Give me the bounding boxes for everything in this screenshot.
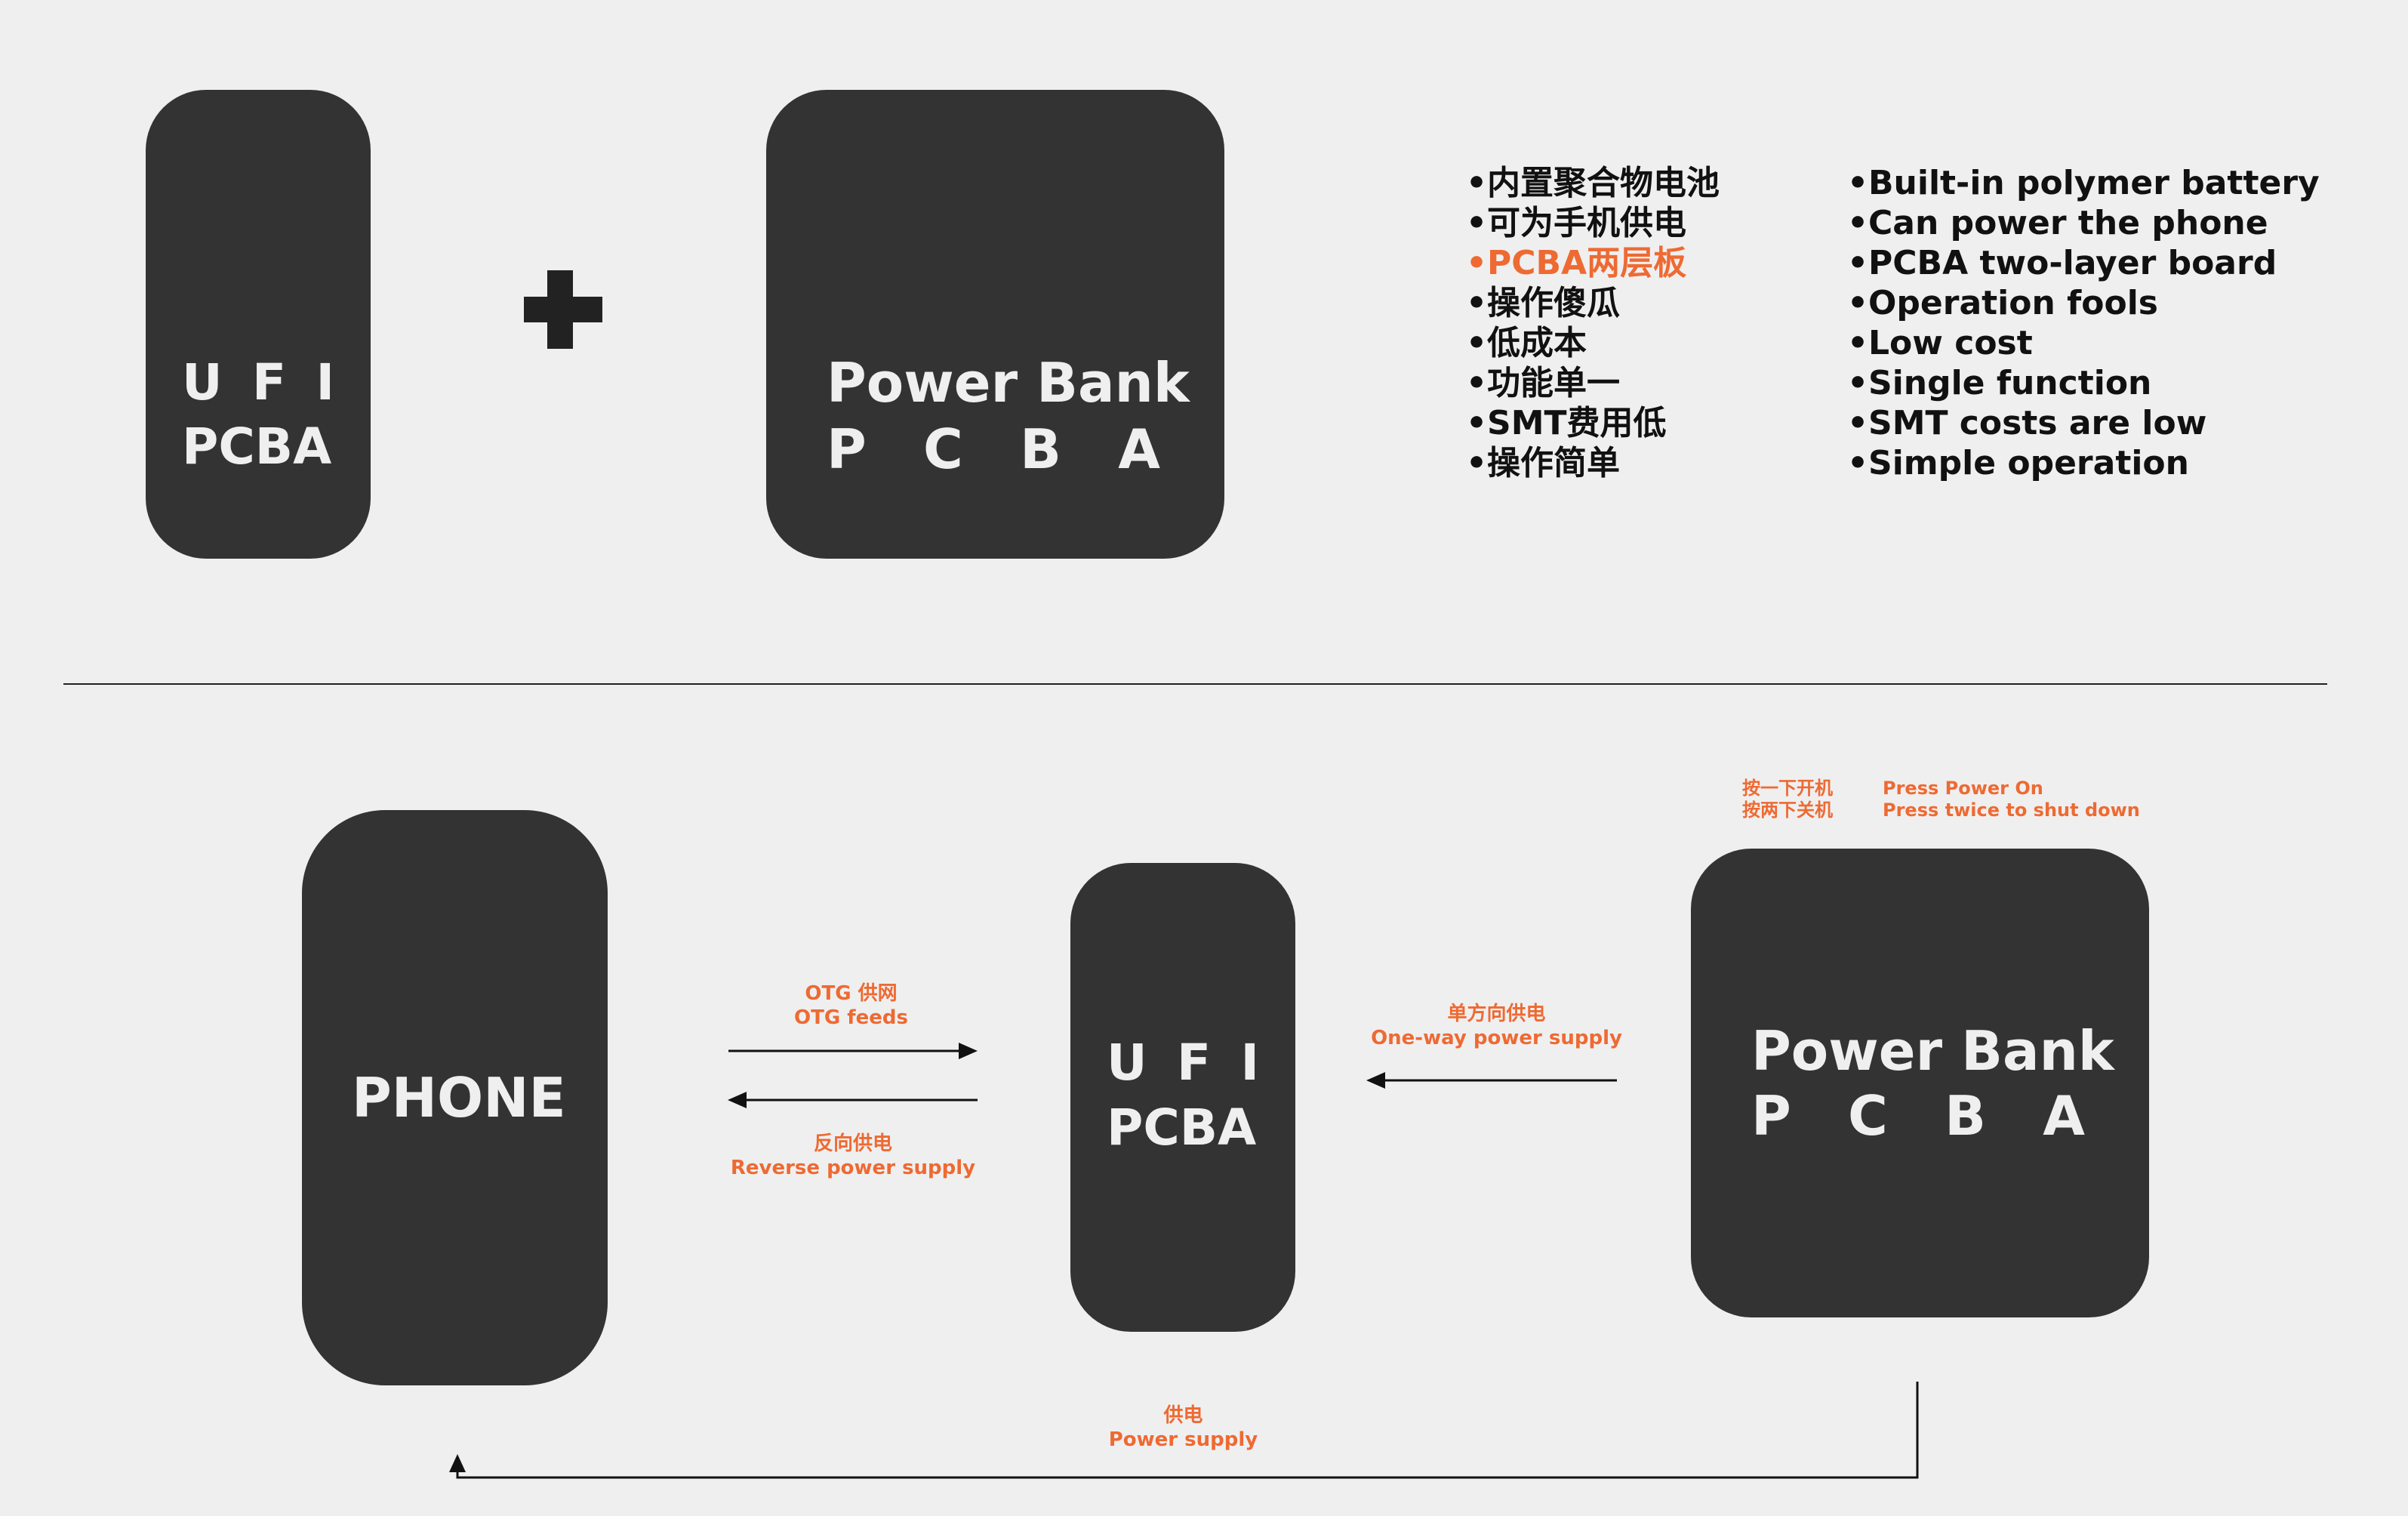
power-note-cn-line1: 按一下开机 (1742, 778, 1833, 799)
supply-label-cn: 供电 (1163, 1404, 1203, 1427)
oneway-arrowhead (1366, 1072, 1385, 1089)
feature-cn-item: 内置聚合物电池 (1466, 163, 1720, 203)
ufi-letter-u: U (182, 353, 223, 411)
power-note-en: Press Power On Press twice to shut down (1883, 779, 2140, 819)
oneway-label: 单方向供电 One-way power supply (1359, 1004, 1634, 1048)
feature-en-item: PCBA two-layer board (1847, 243, 2320, 283)
reverse-label: 反向供电 Reverse power supply (717, 1134, 989, 1178)
feature-en-item: Built-in polymer battery (1847, 163, 2320, 203)
ufi-label-bottom: U F I (1107, 1038, 1259, 1088)
pcba-letter-a: A (1118, 418, 1160, 481)
power-note-en-line2: Press twice to shut down (1883, 800, 2140, 821)
power-bank-pcba-box-top: Power Bank P C B A (766, 90, 1224, 559)
supply-label-en: Power supply (1108, 1428, 1258, 1451)
pcba-letter-a: A (2043, 1084, 2085, 1148)
power-note-en-line1: Press Power On (1883, 778, 2043, 799)
section-divider (63, 683, 2327, 685)
power-bank-label-bottom: Power Bank (1751, 1019, 2114, 1083)
feature-cn-item: SMT费用低 (1466, 403, 1720, 443)
reverse-label-cn: 反向供电 (813, 1132, 892, 1155)
ufi-letter-i: I (1240, 1034, 1259, 1092)
otg-label-cn: OTG 供网 (805, 982, 898, 1005)
feature-en-item: Can power the phone (1847, 203, 2320, 243)
ufi-letter-u: U (1107, 1034, 1147, 1092)
ufi-letter-f: F (1176, 1034, 1212, 1092)
feature-en-item: Operation fools (1847, 283, 2320, 323)
pcba-letter-b: B (1020, 418, 1062, 481)
feature-cn-item: 操作简单 (1466, 443, 1720, 483)
supply-arrow-line (456, 1382, 1919, 1479)
pcba-letter-p: P (1751, 1084, 1791, 1148)
pcba-letter-p: P (827, 418, 867, 481)
pcba-letter-b: B (1945, 1084, 1987, 1148)
supply-label: 供电 Power supply (1079, 1406, 1287, 1450)
power-bank-pcba-box-bottom: Power Bank P C B A (1691, 849, 2149, 1317)
ufi-letter-f: F (251, 353, 287, 411)
otg-arrowhead (959, 1043, 978, 1059)
feature-en-item: Single function (1847, 363, 2320, 403)
feature-cn-item: 操作傻瓜 (1466, 283, 1720, 323)
plus-sign-bar (524, 297, 602, 322)
oneway-label-cn: 单方向供电 (1447, 1003, 1546, 1025)
ufi-pcba-box-bottom: U F I PCBA (1070, 863, 1295, 1332)
pcba-label-bottom: PCBA (1107, 1098, 1257, 1157)
reverse-arrowhead (728, 1092, 747, 1108)
ufi-letter-i: I (316, 353, 334, 411)
feature-list-en: Built-in polymer battery Can power the p… (1847, 163, 2320, 483)
feature-cn-item: 可为手机供电 (1466, 203, 1720, 243)
otg-label-en: OTG feeds (794, 1006, 908, 1029)
pcba-letter-c: C (1848, 1084, 1888, 1148)
otg-label: OTG 供网 OTG feeds (755, 984, 947, 1028)
feature-list-cn: 内置聚合物电池 可为手机供电 PCBA两层板 操作傻瓜 低成本 功能单一 SMT… (1466, 163, 1720, 483)
pcba-letter-c: C (923, 418, 963, 481)
feature-cn-item: 功能单一 (1466, 363, 1720, 403)
power-bank-label: Power Bank (827, 351, 1190, 414)
supply-arrowhead (449, 1454, 466, 1472)
power-note-cn: 按一下开机 按两下关机 (1742, 779, 1833, 819)
pcba-spaced-label-bottom: P C B A (1751, 1089, 2085, 1143)
pcba-label: PCBA (182, 418, 332, 476)
pcba-spaced-label: P C B A (827, 422, 1160, 476)
oneway-label-en: One-way power supply (1371, 1027, 1622, 1049)
feature-en-item: Simple operation (1847, 443, 2320, 483)
reverse-label-en: Reverse power supply (730, 1157, 976, 1179)
power-note-cn-line2: 按两下关机 (1742, 800, 1833, 821)
ufi-label: U F I (182, 358, 334, 408)
ufi-pcba-box-top: U F I PCBA (146, 90, 371, 559)
feature-en-item: Low cost (1847, 323, 2320, 363)
feature-cn-item: 低成本 (1466, 323, 1720, 363)
phone-box: PHONE (302, 810, 608, 1385)
phone-label: PHONE (352, 1066, 566, 1129)
feature-en-item: SMT costs are low (1847, 403, 2320, 443)
feature-cn-item-highlight: PCBA两层板 (1466, 243, 1720, 283)
